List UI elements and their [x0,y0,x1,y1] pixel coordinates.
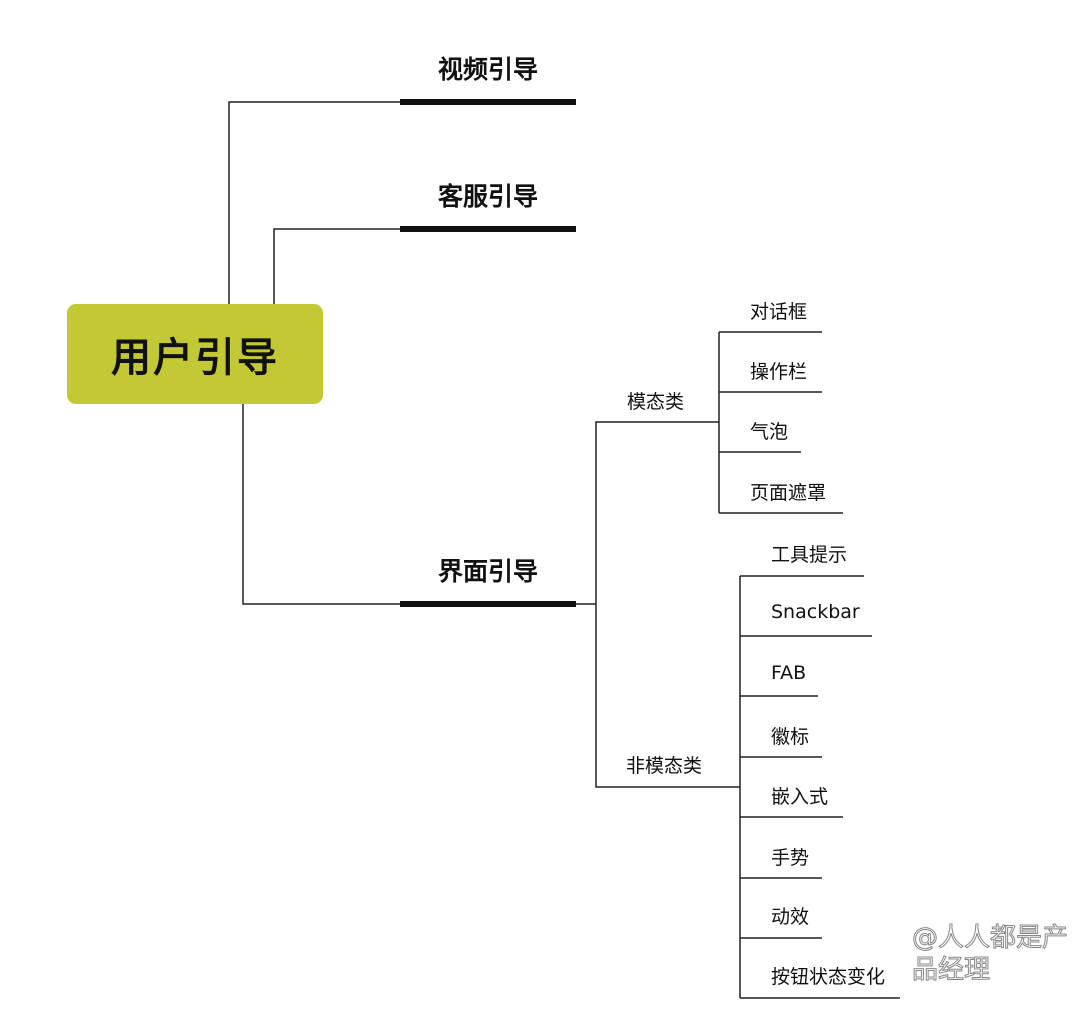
leaf-item: 工具提示 [771,544,848,566]
leaf-item: Snackbar [771,601,860,623]
leaf-item: 手势 [771,847,810,869]
group-nonmodal-label: 非模态类 [626,755,703,777]
connector-video [228,101,400,304]
connector-modal [595,421,740,788]
connector-interface [242,404,400,605]
leaf-item: 气泡 [750,421,789,443]
leaf-item: 动效 [771,906,810,928]
root-label: 用户引导 [111,335,279,381]
branch-video-label: 视频引导 [437,55,538,84]
group-modal-label: 模态类 [627,391,685,413]
leaf-item: 按钮状态变化 [771,966,886,988]
leaf-item: 对话框 [750,301,808,323]
branch-interface-label: 界面引导 [437,557,538,586]
leaf-item: 嵌入式 [771,786,829,808]
leaf-item: 页面遮罩 [750,482,827,504]
leaf-item: 徽标 [771,726,810,748]
connector-service [273,228,400,304]
leaf-item: FAB [771,662,807,684]
branch-service-label: 客服引导 [437,182,538,211]
watermark: @人人都是产品经理 [912,923,1069,986]
root-node: 用户引导 [67,304,323,404]
leaf-item: 操作栏 [750,361,808,383]
